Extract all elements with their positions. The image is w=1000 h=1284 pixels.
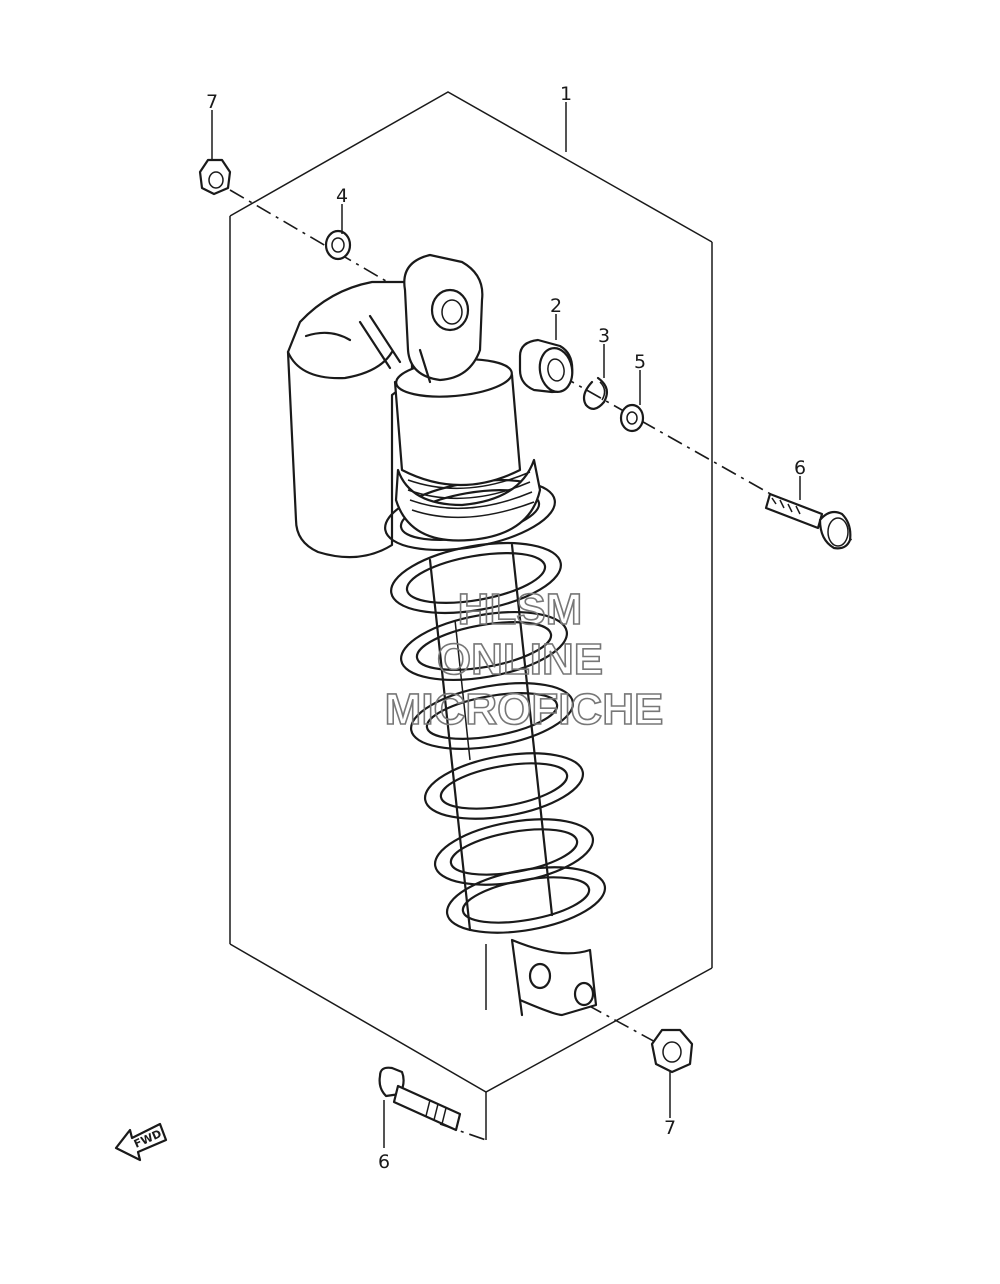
part-7-nut-bottom xyxy=(650,1028,694,1074)
watermark: HLSM ONLINE MICROFICHE xyxy=(384,584,664,735)
callout-circlip: 3 xyxy=(598,325,610,347)
bottom-clevis xyxy=(510,938,598,1017)
upper-body xyxy=(393,358,542,542)
assembly-boundary-box xyxy=(229,91,713,1140)
part-4-washer xyxy=(324,229,352,261)
top-eyelet xyxy=(403,253,484,384)
callout-labels: 1 2 3 4 5 6 6 7 7 xyxy=(206,83,806,1173)
fwd-arrow: FWD xyxy=(114,1122,168,1162)
part-6-bolt-right xyxy=(764,492,852,550)
part-2-bushing xyxy=(518,338,574,394)
callout-nut-bottom: 7 xyxy=(664,1117,676,1139)
part-7-nut-top xyxy=(198,158,232,196)
callout-washer-right: 5 xyxy=(634,351,646,373)
watermark-line-3: MICROFICHE xyxy=(385,685,664,734)
spring xyxy=(384,479,607,934)
callout-assembly: 1 xyxy=(560,83,572,105)
part-5-washer xyxy=(619,403,645,433)
leader-lines xyxy=(211,102,801,1148)
reservoir xyxy=(286,280,414,559)
callout-bolt-right: 6 xyxy=(794,457,806,479)
watermark-line-2: ONLINE xyxy=(437,635,603,684)
watermark-line-1: HLSM xyxy=(458,585,583,634)
callout-nut-top: 7 xyxy=(206,91,218,113)
part-3-circlip xyxy=(582,376,609,410)
callout-bushing: 2 xyxy=(550,295,562,317)
damper-body xyxy=(428,543,554,932)
callout-bolt-bottom: 6 xyxy=(378,1151,390,1173)
callout-washer-upper: 4 xyxy=(336,185,348,207)
part-6-bolt-bottom xyxy=(378,1066,462,1132)
